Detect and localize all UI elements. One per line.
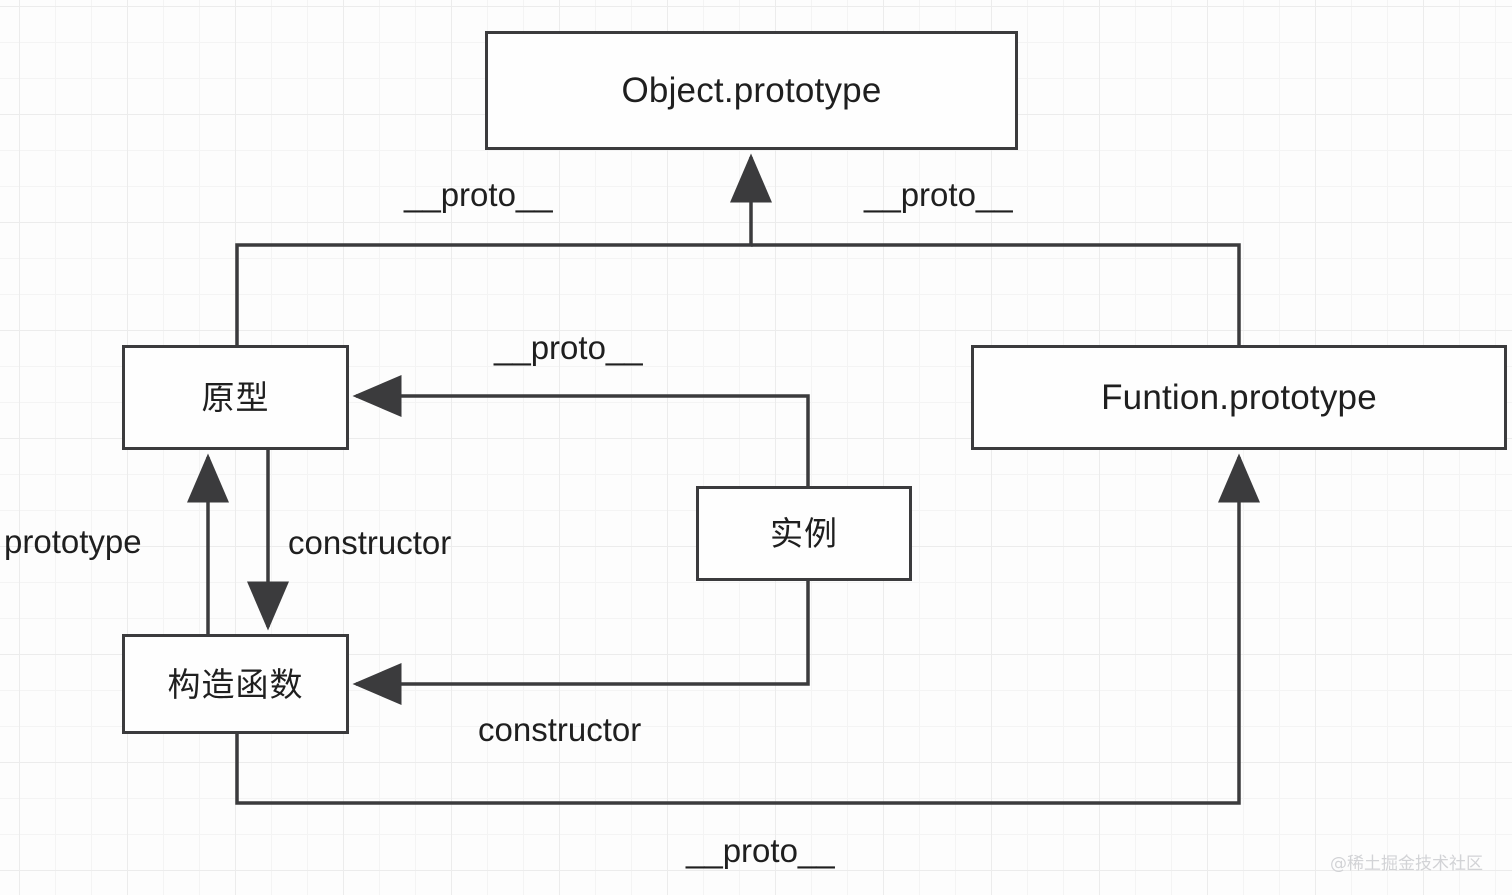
node-instance[interactable]: 实例 — [696, 486, 912, 581]
edge-constructor-to-function-prototype — [235, 453, 1260, 805]
node-object-prototype[interactable]: Object.prototype — [485, 31, 1018, 150]
edge-label-proto-right: __proto__ — [864, 176, 1013, 213]
node-constructor[interactable]: 构造函数 — [122, 634, 349, 734]
edge-label-proto-left: __proto__ — [404, 176, 553, 213]
node-prototype[interactable]: 原型 — [122, 345, 349, 450]
edge-label-constructor-horizontal: constructor — [478, 711, 642, 748]
edge-instance-to-prototype — [352, 375, 810, 486]
node-function-prototype[interactable]: Funtion.prototype — [971, 345, 1507, 450]
node-constructor-label: 构造函数 — [167, 664, 304, 704]
node-function-prototype-label: Funtion.prototype — [1101, 378, 1377, 417]
edge-prototype-to-object-prototype — [235, 153, 772, 345]
node-prototype-label: 原型 — [201, 378, 270, 417]
edge-label-prototype: prototype — [4, 523, 142, 560]
edge-instance-to-constructor — [352, 581, 810, 705]
edge-label-proto-middle: __proto__ — [494, 329, 643, 366]
edge-label-constructor-vertical: constructor — [288, 524, 452, 561]
node-object-prototype-label: Object.prototype — [621, 71, 882, 110]
edge-label-proto-bottom: __proto__ — [686, 832, 835, 869]
node-instance-label: 实例 — [770, 514, 838, 553]
watermark: @稀土掘金技术社区 — [1330, 854, 1483, 874]
edge-function-prototype-to-object-prototype — [751, 243, 1241, 345]
